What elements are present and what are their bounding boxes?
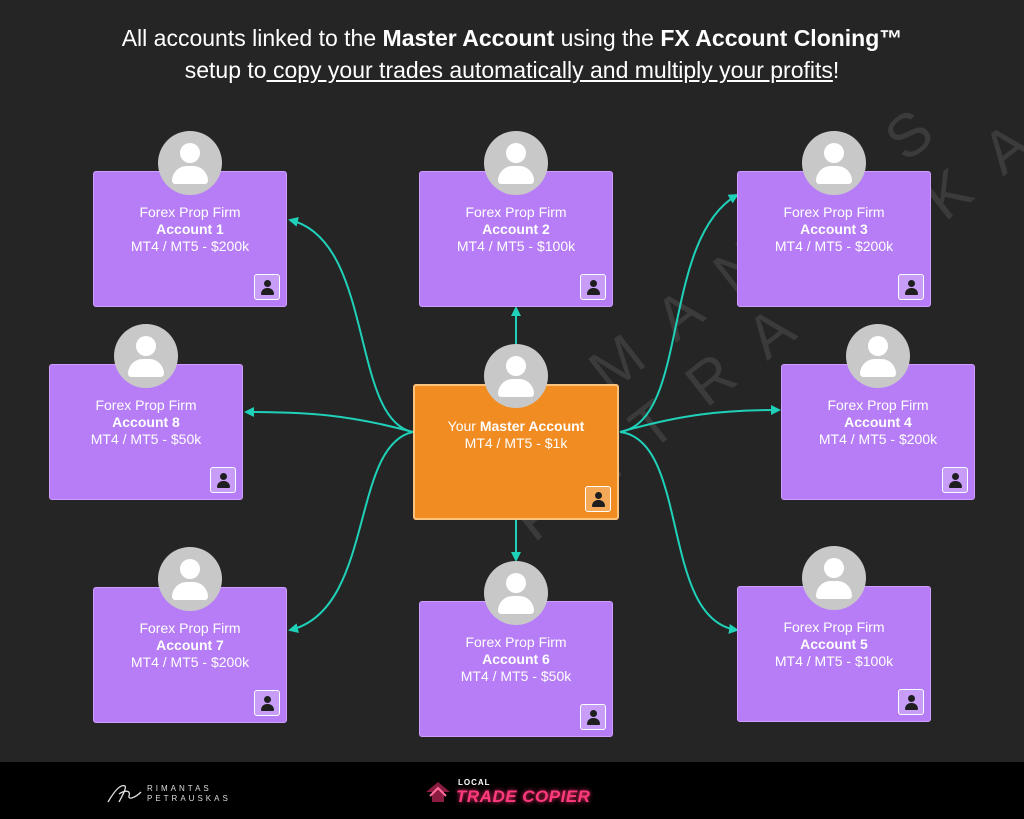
account-card-text: Forex Prop Firm Account 7 MT4 / MT5 - $2… (94, 620, 286, 671)
title-bold-master: Master Account (382, 25, 555, 51)
master-prefix: Your (447, 418, 480, 434)
connector-account-4 (619, 405, 781, 433)
user-badge-icon (580, 704, 606, 730)
user-avatar-icon (484, 131, 548, 195)
account-firm: Forex Prop Firm (783, 204, 885, 220)
connector-account-8 (244, 407, 414, 433)
account-platform: MT4 / MT5 - $200k (774, 238, 894, 254)
title-line-1: All accounts linked to the Master Accoun… (0, 22, 1024, 54)
account-card-text: Forex Prop Firm Account 4 MT4 / MT5 - $2… (782, 397, 974, 448)
account-name: Account 4 (844, 414, 912, 430)
brand-line-1: RIMANTAS (147, 784, 212, 793)
account-card-text: Forex Prop Firm Account 5 MT4 / MT5 - $1… (738, 619, 930, 670)
brand-line-2: PETRAUSKAS (147, 794, 231, 803)
user-avatar-icon (802, 131, 866, 195)
title-bold-cloning: FX Account Cloning™ (660, 25, 903, 51)
rimantas-petrauskas-logo[interactable]: RIMANTAS PETRAUSKAS (105, 778, 255, 808)
account-name: Account 6 (482, 651, 550, 667)
title-text: using the (554, 25, 661, 51)
user-avatar-icon (484, 344, 548, 408)
user-badge-icon (898, 689, 924, 715)
account-card-8[interactable]: Forex Prop Firm Account 8 MT4 / MT5 - $5… (49, 364, 243, 500)
trade-copier-icon (426, 782, 450, 802)
account-platform: MT4 / MT5 - $200k (130, 238, 250, 254)
user-badge-icon (254, 274, 280, 300)
title-text: ! (832, 57, 840, 83)
user-badge-icon (580, 274, 606, 300)
user-badge-icon (210, 467, 236, 493)
account-name: Account 3 (800, 221, 868, 237)
account-name: Account 8 (112, 414, 180, 430)
user-avatar-icon (484, 561, 548, 625)
title-underlined: copy your trades automatically and multi… (266, 57, 833, 83)
account-name: Account 7 (156, 637, 224, 653)
ltc-local-text: LOCAL (458, 778, 491, 787)
footer-bar: RIMANTAS PETRAUSKAS LOCAL TRADE COPIER (0, 762, 1024, 819)
user-avatar-icon (158, 547, 222, 611)
account-platform: MT4 / MT5 - $200k (818, 431, 938, 447)
user-avatar-icon (114, 324, 178, 388)
master-card-text: Your Master Account MT4 / MT5 - $1k (415, 418, 617, 452)
account-firm: Forex Prop Firm (139, 620, 241, 636)
account-platform: MT4 / MT5 - $200k (130, 654, 250, 670)
account-firm: Forex Prop Firm (139, 204, 241, 220)
page-title: All accounts linked to the Master Accoun… (0, 0, 1024, 100)
title-line-2: setup to copy your trades automatically … (0, 54, 1024, 86)
user-badge-icon (254, 690, 280, 716)
user-badge-icon (898, 274, 924, 300)
title-text: All accounts linked to the (121, 25, 383, 51)
account-name: Account 5 (800, 636, 868, 652)
connector-account-5 (619, 431, 739, 634)
account-card-text: Forex Prop Firm Account 6 MT4 / MT5 - $5… (420, 634, 612, 685)
account-firm: Forex Prop Firm (95, 397, 197, 413)
account-card-text: Forex Prop Firm Account 3 MT4 / MT5 - $2… (738, 204, 930, 255)
account-firm: Forex Prop Firm (827, 397, 929, 413)
account-card-6[interactable]: Forex Prop Firm Account 6 MT4 / MT5 - $5… (419, 601, 613, 737)
account-name: Account 2 (482, 221, 550, 237)
account-platform: MT4 / MT5 - $100k (456, 238, 576, 254)
title-text: setup to (184, 57, 267, 83)
brand-name: RIMANTAS PETRAUSKAS (147, 784, 231, 804)
connector-account-7 (288, 431, 414, 634)
ltc-name-text: TRADE COPIER (456, 787, 591, 806)
account-card-text: Forex Prop Firm Account 1 MT4 / MT5 - $2… (94, 204, 286, 255)
account-firm: Forex Prop Firm (783, 619, 885, 635)
account-firm: Forex Prop Firm (465, 634, 567, 650)
local-trade-copier-logo[interactable]: LOCAL TRADE COPIER (418, 772, 608, 812)
account-firm: Forex Prop Firm (465, 204, 567, 220)
user-avatar-icon (158, 131, 222, 195)
master-name: Master Account (479, 418, 585, 434)
user-badge-icon (585, 486, 611, 512)
connector-account-1 (288, 216, 414, 433)
account-platform: MT4 / MT5 - $50k (460, 668, 572, 684)
user-avatar-icon (802, 546, 866, 610)
account-platform: MT4 / MT5 - $100k (774, 653, 894, 669)
account-name: Account 1 (156, 221, 224, 237)
account-card-text: Forex Prop Firm Account 2 MT4 / MT5 - $1… (420, 204, 612, 255)
master-platform: MT4 / MT5 - $1k (464, 435, 568, 451)
user-badge-icon (942, 467, 968, 493)
master-title: Your Master Account (415, 418, 617, 435)
account-platform: MT4 / MT5 - $50k (90, 431, 202, 447)
connector-account-3 (619, 193, 739, 433)
signature-icon (107, 784, 142, 803)
user-avatar-icon (846, 324, 910, 388)
account-card-2[interactable]: Forex Prop Firm Account 2 MT4 / MT5 - $1… (419, 171, 613, 307)
account-card-text: Forex Prop Firm Account 8 MT4 / MT5 - $5… (50, 397, 242, 448)
